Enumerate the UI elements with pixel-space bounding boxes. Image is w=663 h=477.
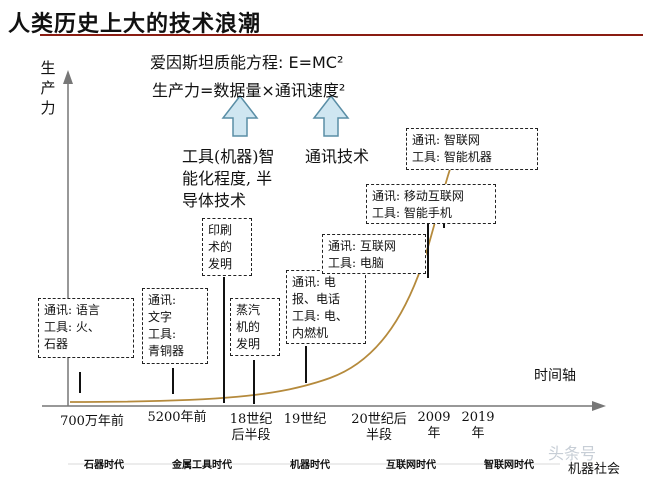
y-axis-label-char: 力 [40,99,56,117]
era-label: 智联网时代 [484,460,534,471]
tick-label: 700万年前 [60,414,124,429]
box-mobile-internet: 通讯: 移动互联网 工具: 智能手机 [366,184,496,224]
comm-annotation: 通讯技术 [305,147,370,166]
era-label: 金属工具时代 [172,460,232,471]
production-formula: 生产力=数据量×通讯速度² [152,81,346,100]
y-axis-label-char: 产 [40,79,56,97]
tick-label: 18世纪 后半段 [229,412,273,443]
era-label: 互联网时代 [386,460,436,471]
x-axis-label: 时间轴 [534,368,576,384]
tick-label: 20世纪后 半段 [351,412,407,443]
tick-label: 2019 年 [461,410,495,441]
growth-curve [69,161,459,403]
box-bronze-age: 通讯: 文字 工具: 青铜器 [142,288,208,364]
title-underline [40,34,643,36]
up-arrow-icon-tools [221,94,259,137]
era-label: 机器时代 [290,460,330,471]
box-smart-network: 通讯: 智联网 工具: 智能机器 [406,128,538,170]
y-axis-label-char: 生 [40,59,56,77]
box-steam-engine: 蒸汽 机的 发明 [230,298,280,356]
box-internet: 通讯: 互联网 工具: 电脑 [322,234,426,274]
box-printing: 印刷 术的 发明 [202,218,252,276]
watermark: 头条号 [548,444,597,463]
box-stone-age: 通讯: 语言 工具: 火、 石器 [38,298,134,358]
tools-annotation: 工具(机器)智 能化程度, 半 导体技术 [182,147,275,210]
einstein-formula: 爱因斯坦质能方程: E=MC² [150,53,344,72]
era-label-final: 机器社会 [568,462,621,477]
box-telegraph: 通讯: 电 报、电话 工具: 电、 内燃机 [286,270,366,344]
y-axis-arrowhead [63,70,73,84]
up-arrow-icon-comm [312,94,350,137]
era-label: 石器时代 [84,460,124,471]
tick-label: 2009 年 [417,410,451,441]
x-axis-arrowhead [592,401,606,411]
y-axis-label: 生 产 力 [38,58,58,118]
tick-label: 19世纪 [283,412,327,427]
tick-label: 5200年前 [147,410,207,425]
page-title: 人类历史上大的技术浪潮 [8,12,262,37]
